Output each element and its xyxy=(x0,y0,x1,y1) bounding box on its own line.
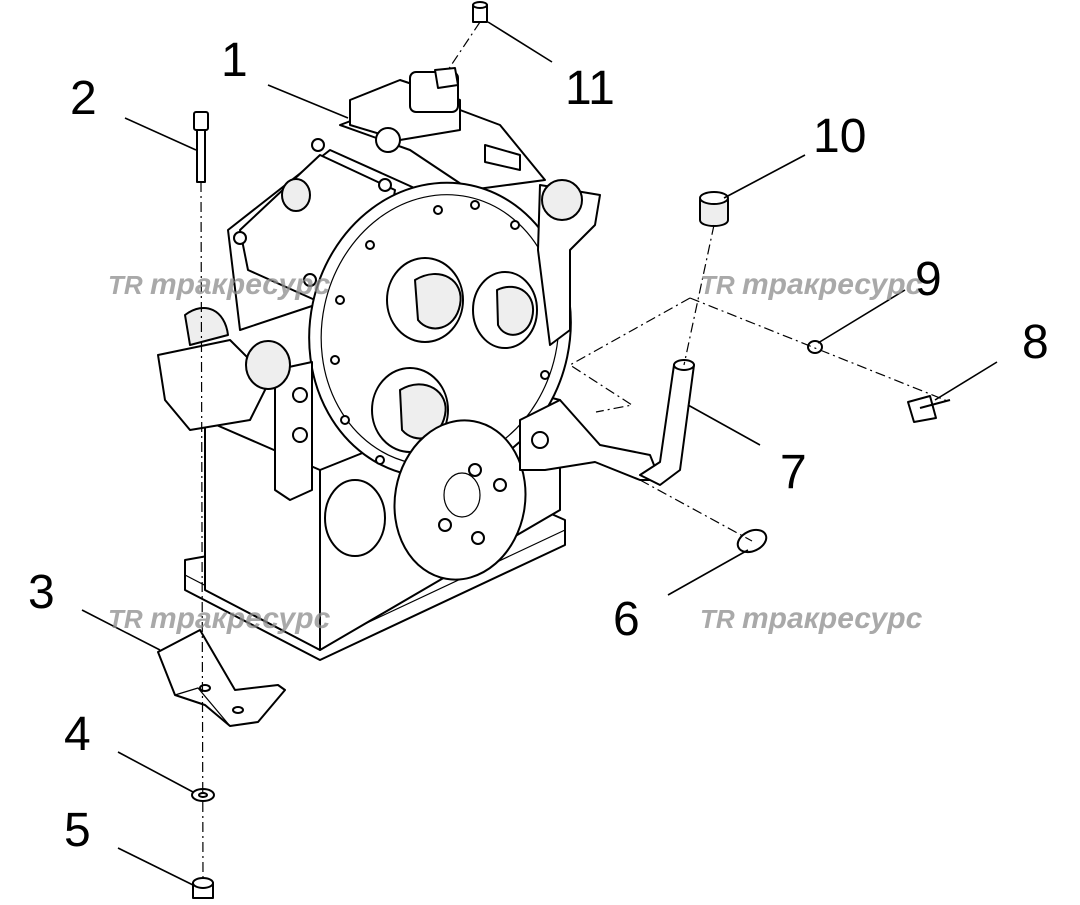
small-o-ring-icon xyxy=(807,340,823,354)
assembly-lines xyxy=(200,21,951,881)
callout-7: 7 xyxy=(780,446,807,499)
nut-icon xyxy=(192,877,214,899)
handle-icon xyxy=(639,359,695,486)
callout-1: 1 xyxy=(221,34,248,87)
callout-11: 11 xyxy=(565,62,615,115)
watermark-logo: TR xyxy=(700,270,735,300)
shaft-bosses xyxy=(371,257,538,453)
screw-icon xyxy=(907,395,951,423)
callout-10: 10 xyxy=(813,110,866,163)
fitting-icon xyxy=(472,1,488,23)
watermark-text: тракресурс xyxy=(742,268,923,301)
callout-3: 3 xyxy=(28,566,55,619)
callout-2: 2 xyxy=(70,72,97,125)
gearbox-assembly-drawing xyxy=(157,67,661,661)
callout-8: 8 xyxy=(1022,316,1049,369)
watermark-logo: TR xyxy=(108,270,143,300)
callout-4: 4 xyxy=(64,708,91,761)
bolt-icon xyxy=(193,111,209,183)
watermark-logo: TR xyxy=(108,604,143,634)
bracket-icon xyxy=(157,629,286,727)
watermark-text: тракресурс xyxy=(150,268,331,301)
callout-9: 9 xyxy=(915,253,942,306)
cap-icon xyxy=(699,191,729,227)
callout-5: 5 xyxy=(64,804,91,857)
watermark-logo: TR xyxy=(700,604,735,634)
leader-lines xyxy=(81,21,998,886)
callout-6: 6 xyxy=(613,593,640,646)
watermark: TR тракресурс TR тракресурс TR тракресур… xyxy=(108,268,923,635)
watermark-text: тракресурс xyxy=(742,602,923,635)
watermark-text: тракресурс xyxy=(150,602,331,635)
callouts: 1 2 3 4 5 6 7 8 9 10 11 xyxy=(28,34,1049,857)
